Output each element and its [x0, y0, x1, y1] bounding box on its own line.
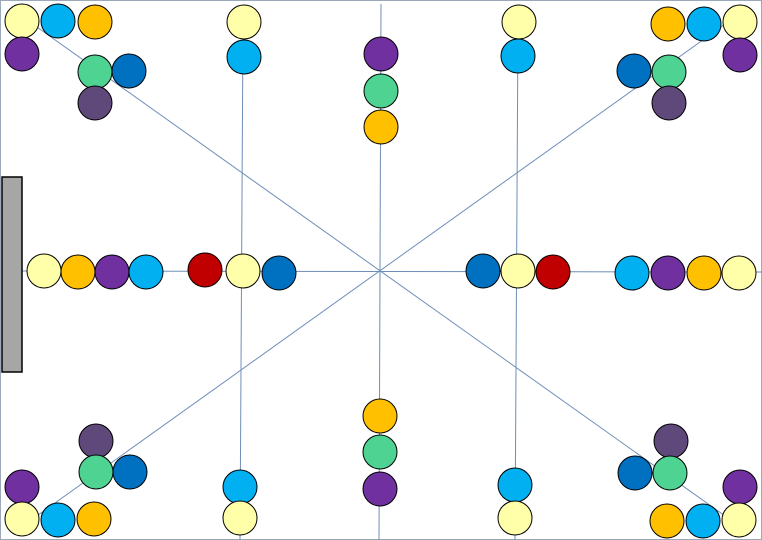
disc-groups — [4, 3, 758, 539]
disc-blue — [261, 255, 297, 291]
disc-cyan — [685, 503, 721, 539]
disc-blue — [616, 53, 652, 89]
disc-cyan — [128, 254, 164, 290]
disc-yellow — [500, 253, 536, 289]
disc-purple — [362, 471, 398, 507]
disc-orange — [649, 503, 685, 539]
disc-cyan — [500, 38, 536, 74]
disc-orange — [76, 501, 112, 537]
disc-cyan — [497, 467, 533, 503]
disc-blue — [112, 454, 148, 490]
disc-orange — [686, 255, 722, 291]
disc-yellow — [721, 502, 757, 538]
disc-group-bottom-left-inner — [222, 469, 258, 536]
disc-purple — [4, 469, 40, 505]
disc-group-bottom-left-corner — [4, 423, 148, 538]
disc-yellow — [4, 3, 40, 39]
disc-green — [77, 54, 113, 90]
disc-green — [651, 54, 687, 90]
disc-yellow — [225, 253, 261, 289]
disc-group-bottom-center — [362, 398, 398, 507]
disc-group-top-right-corner — [616, 4, 758, 121]
disc-green — [652, 455, 688, 491]
disc-green — [363, 73, 399, 109]
disc-blue — [465, 253, 501, 289]
disc-purple — [722, 37, 758, 73]
disc-yellow — [222, 500, 258, 536]
disc-group-bottom-right-corner — [617, 423, 758, 539]
disc-indigo — [651, 85, 687, 121]
disc-red — [187, 252, 223, 288]
disc-purple — [650, 255, 686, 291]
disc-purple — [363, 36, 399, 72]
disc-green — [362, 434, 398, 470]
disc-blue — [617, 455, 653, 491]
disc-yellow — [501, 4, 537, 40]
disc-group-left-row — [26, 252, 297, 291]
disc-yellow — [226, 4, 262, 40]
disc-yellow — [4, 501, 40, 537]
disc-green — [78, 454, 114, 490]
disc-cyan — [40, 3, 76, 39]
disc-orange — [650, 6, 686, 42]
disc-blue — [111, 53, 147, 89]
disc-purple — [94, 254, 130, 290]
disc-group-right-row — [465, 253, 757, 291]
disc-indigo — [77, 85, 113, 121]
disc-cyan — [686, 6, 722, 42]
disc-yellow — [26, 253, 62, 289]
disc-cyan — [222, 469, 258, 505]
disc-group-bottom-right-inner — [497, 467, 533, 536]
disc-orange — [60, 254, 96, 290]
disc-group-top-left-inner — [226, 4, 262, 75]
disc-yellow — [497, 500, 533, 536]
disc-group-top-center — [363, 36, 399, 145]
disc-orange — [77, 4, 113, 40]
disc-red — [535, 254, 571, 290]
disc-orange — [363, 109, 399, 145]
disc-cyan — [40, 502, 76, 538]
disc-cyan — [614, 255, 650, 291]
disc-group-top-left-corner — [4, 3, 147, 121]
disc-purple — [722, 469, 758, 505]
disc-yellow — [722, 4, 758, 40]
goal-bar — [1, 176, 23, 373]
disc-group-top-right-inner — [500, 4, 537, 74]
disc-orange — [362, 398, 398, 434]
disc-indigo — [78, 423, 114, 459]
disc-purple — [4, 36, 40, 72]
disc-yellow — [721, 255, 757, 291]
disc-cyan — [226, 39, 262, 75]
disc-indigo — [653, 423, 689, 459]
diagonal-line-2 — [19, 11, 743, 529]
